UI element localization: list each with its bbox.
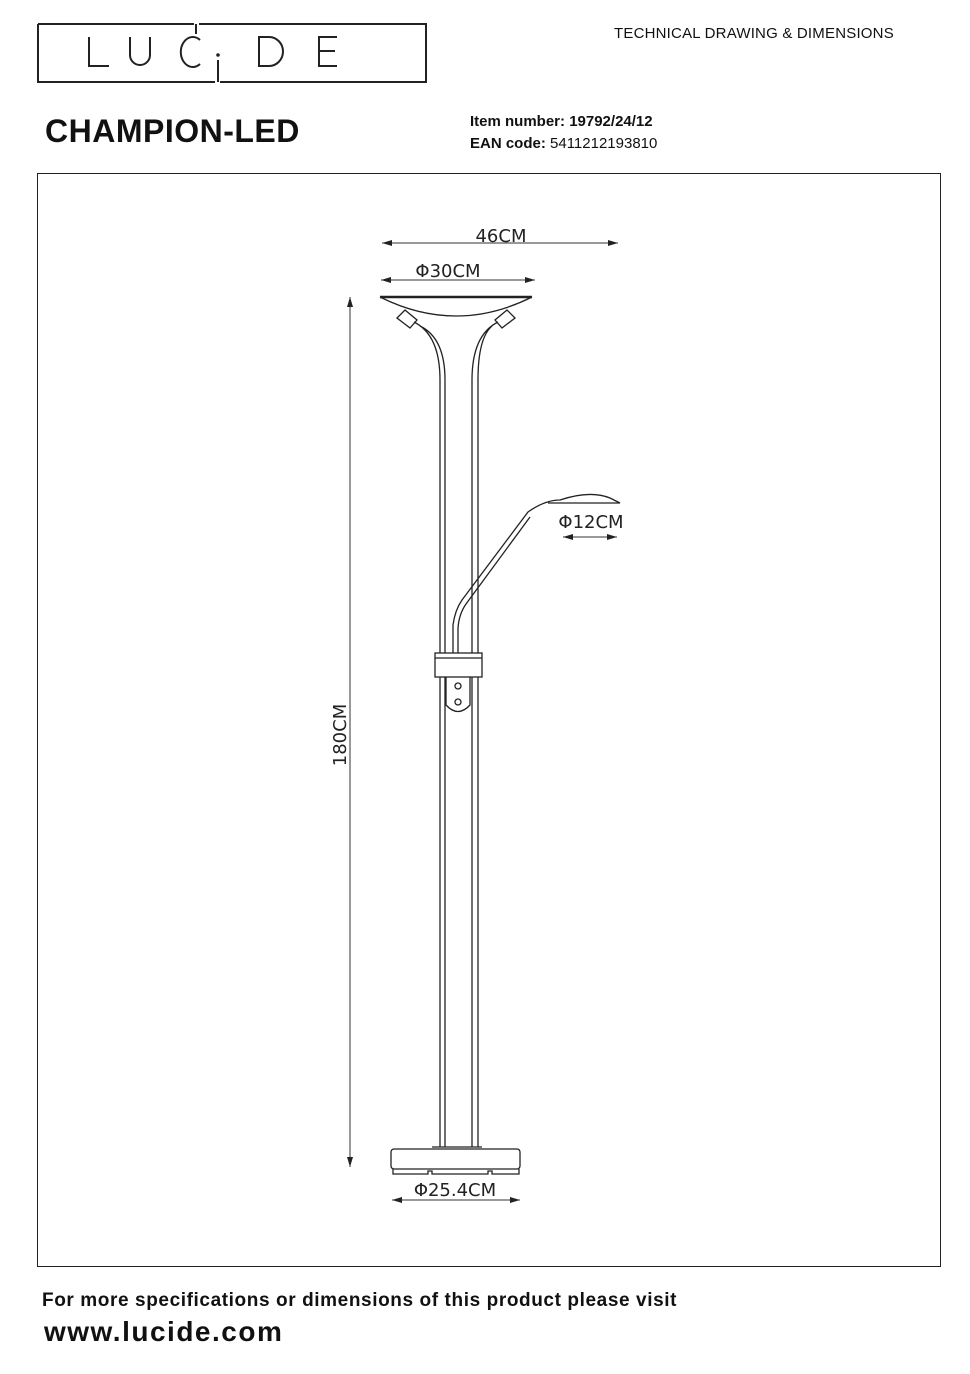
item-number: Item number: 19792/24/12 [470,113,653,130]
shade-diameter-label: Φ30CM [415,261,480,282]
height-label: 180CM [330,704,351,766]
base-diameter-label: Φ25.4CM [414,1180,496,1201]
lucide-logo [37,23,427,83]
floor-lamp [379,295,621,1175]
product-name: CHAMPION-LED [45,113,300,149]
ean-label: EAN code: [470,135,546,152]
website-link[interactable]: www.lucide.com [44,1316,284,1347]
ean-code: EAN code: 5411212193810 [470,135,657,152]
drawing-frame [37,173,941,1267]
ean-value: 5411212193810 [550,135,658,152]
item-number-value: 19792/24/12 [569,113,653,130]
total-width-label: 46CM [475,226,526,247]
footer-text: For more specifications or dimensions of… [42,1290,678,1311]
document-type: TECHNICAL DRAWING & DIMENSIONS [614,25,894,42]
dimension-lines [347,240,618,1203]
item-number-label: Item number: [470,113,566,130]
reading-light-diameter-label: Φ12CM [558,512,623,533]
